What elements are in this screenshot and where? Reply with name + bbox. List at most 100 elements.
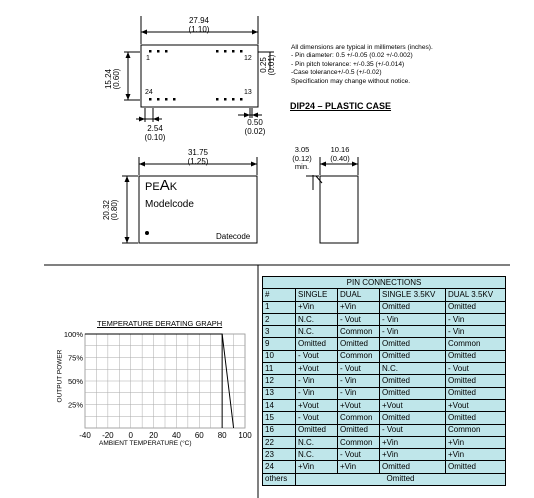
arrow-side-right: [352, 161, 358, 167]
pin-table-cell: Omitted: [295, 337, 338, 351]
pin-table-cell: Omitted: [379, 374, 446, 388]
pin-table-row: 14+Vout+Vout+Vout+Vout: [262, 398, 506, 413]
arrow-top-width-left: [141, 29, 147, 35]
pin-table-cell: - Vin: [337, 374, 380, 388]
pin-table-cell: N.C.: [295, 312, 338, 327]
arrow-front-height-bottom: [124, 237, 130, 243]
pin-table-cell: Omitted: [337, 423, 380, 437]
pin-table-cell: 11: [262, 362, 296, 376]
pin-dot: [165, 50, 168, 53]
pin-dot: [240, 98, 243, 101]
arrow-pitch-right: [153, 116, 159, 122]
side-pinlen-mm: 3.05: [294, 145, 310, 154]
pin-table-cell: - Vin: [445, 325, 506, 339]
pin-table-cell: 2: [262, 312, 296, 327]
pin-24-label: 24: [145, 89, 153, 96]
pin-table-header-cell: DUAL: [337, 288, 380, 302]
pin-dot: [232, 50, 235, 53]
y-tick-label: 50%: [68, 377, 83, 386]
pin-table-cell: 1: [262, 300, 296, 314]
x-tick-label: 40: [172, 431, 181, 440]
pin-table-cell: Omitted: [379, 386, 446, 400]
pin-table-cell: +Vout: [295, 362, 338, 376]
note-line: All dimensions are typical in millimeter…: [291, 44, 433, 51]
pin-table-cell: N.C.: [379, 362, 446, 376]
x-tick-label: 20: [149, 431, 158, 440]
pin-table-cell: +Vin: [295, 300, 338, 314]
pin-table-cell: +Vin: [295, 460, 338, 474]
side-view-body: [319, 175, 359, 244]
pin-dot: [157, 98, 160, 101]
pin-table-cell: Omitted: [379, 300, 446, 314]
pin-table-cell: Common: [337, 411, 380, 425]
derating-title: TEMPERATURE DERATING GRAPH: [97, 319, 223, 328]
top-width-in: (1.10): [188, 25, 210, 34]
pin-table-cell: - Vin: [379, 312, 446, 327]
pin-table-cell: N.C.: [295, 435, 338, 450]
pin-table-cell: 16: [262, 423, 296, 437]
pin-13-label: 13: [244, 89, 252, 96]
pin-table-cell: - Vin: [337, 386, 380, 400]
front-width-mm: 31.75: [187, 148, 209, 157]
pin1-marker: [145, 231, 149, 235]
front-view-body: [138, 175, 258, 244]
front-width-in: (1.25): [187, 157, 209, 166]
pin-table-cell: - Vin: [445, 312, 506, 327]
pin-table-cell: 23: [262, 448, 296, 462]
pin-table-cell: - Vout: [337, 448, 380, 462]
footer-value: Omitted: [295, 472, 506, 487]
pitch-mm: 2.54: [147, 124, 163, 133]
pin-table-cell: Omitted: [295, 423, 338, 437]
pin-table-cell: Omitted: [337, 337, 380, 351]
pin-1-label: 1: [146, 55, 150, 62]
pin-table-header-cell: DUAL 3.5KV: [445, 288, 506, 302]
package-title: DIP24 – PLASTIC CASE: [290, 101, 392, 111]
datecode-label: Datecode: [216, 232, 251, 241]
arrow-pindia-left: [244, 112, 250, 118]
y-tick-label: 75%: [68, 354, 83, 363]
x-tick-label: 100: [238, 431, 252, 440]
pin-dot: [216, 98, 219, 101]
x-tick-label: -40: [79, 431, 91, 440]
top-view-pins: [149, 50, 243, 101]
pin-table-cell: +Vout: [295, 398, 338, 413]
front-height-label: 20.32 (0.80): [102, 190, 121, 230]
pin-table-cell: +Vin: [445, 448, 506, 462]
pindia-label: 0.50 (0.02): [240, 118, 270, 136]
arrow-pitch-left: [139, 116, 145, 122]
pin-table-header-cell: #: [262, 288, 296, 302]
pin-table-cell: Omitted: [379, 337, 446, 351]
arrow-side-left: [320, 161, 326, 167]
spec-notes: All dimensions are typical in millimeter…: [291, 44, 433, 86]
pin-table-cell: Omitted: [379, 411, 446, 425]
pin-dot: [173, 98, 176, 101]
pin-table-cell: +Vin: [379, 435, 446, 450]
pin-table-cell: Common: [445, 337, 506, 351]
pin-table-cell: +Vout: [445, 398, 506, 413]
top-height-label: 15.24 (0.60): [104, 59, 123, 99]
pin-table-title: PIN CONNECTIONS: [262, 275, 506, 290]
side-pinlen-in: (0.12): [292, 153, 312, 163]
pin-table-cell: Omitted: [379, 460, 446, 474]
pin-table-cell: +Vin: [337, 460, 380, 474]
pin-table-cell: - Vout: [295, 411, 338, 425]
pin-dot: [165, 98, 168, 101]
brand-logo: PEAK: [145, 178, 177, 193]
pin-table-cell: 10: [262, 349, 296, 364]
pindia-in: (0.02): [244, 127, 266, 136]
pin-table-cell: Omitted: [445, 411, 506, 425]
pin-table-cell: Common: [337, 325, 380, 339]
modelcode-label: Modelcode: [145, 199, 194, 210]
pin-table-cell: +Vout: [337, 398, 380, 413]
